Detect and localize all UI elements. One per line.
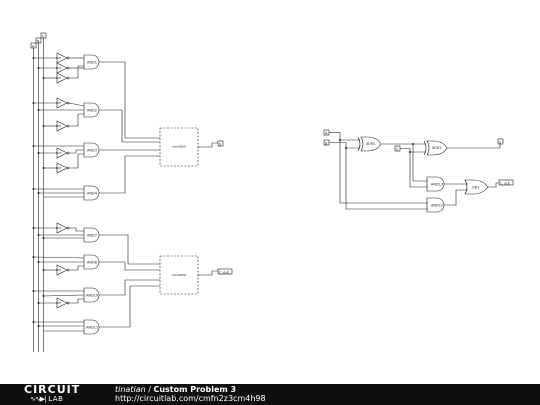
- output-s-terminal-1[interactable]: S: [217, 140, 224, 146]
- and11-gate[interactable]: AND11: [83, 319, 100, 335]
- and12-label: AND12: [431, 204, 443, 208]
- input-bus-lines: [33, 38, 44, 352]
- right-junction-dots: [339, 139, 414, 153]
- and12-gate[interactable]: AND12: [426, 197, 445, 213]
- not-label: NOT: [56, 124, 62, 128]
- input-a-label: A: [32, 45, 35, 49]
- circuit-info: tinatian / Custom Problem 3 http://circu…: [115, 385, 266, 403]
- xor2-gate[interactable]: XOR2: [423, 140, 448, 156]
- and8-gate[interactable]: AND8: [83, 254, 100, 270]
- and8-label: AND8: [87, 261, 97, 265]
- right-circuit-wires: [329, 132, 501, 210]
- logo-top-text: CIRCUIT: [24, 383, 81, 396]
- wires-upper-to-box: [99, 61, 218, 194]
- and13-label: AND13: [431, 183, 443, 187]
- circuit-title[interactable]: Custom Problem 3: [153, 385, 237, 394]
- not-label: NOT: [56, 226, 62, 230]
- not-gate[interactable]: NOT: [56, 62, 70, 74]
- not-label: NOT: [56, 56, 62, 60]
- right-input-c-label: C: [396, 147, 399, 151]
- and2-gate[interactable]: AND2: [83, 102, 100, 118]
- and2-label: AND2: [87, 109, 97, 113]
- not-gate[interactable]: NOT: [56, 162, 70, 174]
- and7-label: AND7: [87, 234, 97, 238]
- footer-bar: CIRCUIT ∿∿▶| LAB tinatian / Custom Probl…: [0, 384, 540, 405]
- wires-lower-to-box: [99, 234, 218, 328]
- logo-bottom-row: ∿∿▶| LAB: [30, 395, 63, 403]
- output-s-label-2: S: [499, 140, 502, 144]
- input-c-label: C: [42, 35, 45, 39]
- input-a-terminal[interactable]: A: [30, 42, 37, 49]
- not-label: NOT: [56, 66, 62, 70]
- schematic-canvas: A B C AND1 NOT NOT NOT: [30, 32, 514, 352]
- right-input-c-terminal[interactable]: C: [394, 145, 401, 151]
- wires-and11: [33, 321, 84, 332]
- output-cout-terminal-2[interactable]: C_out: [498, 179, 514, 185]
- wires-and8: [33, 256, 85, 271]
- not-gate[interactable]: NOT: [56, 120, 70, 132]
- and1-label: AND1: [87, 61, 97, 65]
- wires-and3: [33, 145, 84, 169]
- circuitlab-logo[interactable]: CIRCUIT ∿∿▶| LAB: [24, 383, 96, 404]
- cout-blackbox[interactable]: blackBOX: [159, 255, 199, 295]
- not-gate[interactable]: NOT: [56, 52, 70, 64]
- wires-and7: [33, 227, 84, 239]
- not-label: NOT: [56, 301, 62, 305]
- output-cout-terminal-1[interactable]: C_out: [217, 268, 233, 275]
- input-b-label: B: [37, 40, 40, 44]
- xor1-gate[interactable]: XOR1: [357, 136, 382, 152]
- not-gate[interactable]: NOT: [56, 297, 70, 309]
- cout-blackbox-label: blackBOX: [172, 273, 186, 277]
- right-input-b-label: B: [325, 141, 328, 145]
- wires-and1: [33, 57, 84, 79]
- logo-wave-icon: ∿∿▶|: [30, 395, 47, 403]
- input-c-terminal[interactable]: C: [40, 32, 47, 39]
- logo-bottom-text: LAB: [48, 395, 64, 403]
- not-label: NOT: [56, 166, 62, 170]
- not-label: NOT: [56, 151, 62, 155]
- and13-gate[interactable]: AND13: [426, 176, 445, 192]
- xor2-label: XOR2: [432, 146, 442, 150]
- and4-label: AND4: [87, 192, 98, 196]
- not-label: NOT: [56, 268, 62, 272]
- wires-and10: [33, 290, 85, 304]
- not-gate[interactable]: NOT: [56, 97, 70, 109]
- not-gate[interactable]: NOT: [56, 147, 70, 159]
- output-s-label-1: S: [219, 142, 222, 146]
- and3-gate[interactable]: AND3: [83, 142, 100, 158]
- and7-gate[interactable]: AND7: [83, 227, 100, 243]
- or1-gate[interactable]: OR1: [464, 179, 489, 195]
- not-gate[interactable]: NOT: [56, 222, 70, 234]
- and4-gate[interactable]: AND4: [83, 185, 100, 201]
- and10-gate[interactable]: AND10: [83, 287, 100, 303]
- right-input-b-terminal[interactable]: B: [323, 139, 330, 145]
- not-gate[interactable]: NOT: [56, 264, 70, 276]
- wires-and2: [33, 102, 85, 127]
- output-s-terminal-2[interactable]: S: [497, 138, 504, 144]
- right-input-a-terminal[interactable]: A: [323, 129, 330, 135]
- and1-gate[interactable]: AND1: [83, 54, 100, 70]
- right-input-a-label: A: [325, 131, 328, 135]
- output-cout-label-2: C_out: [500, 181, 511, 185]
- output-cout-label-1: C_out: [219, 270, 230, 274]
- not-label: NOT: [56, 101, 62, 105]
- and11-label: AND11: [86, 326, 98, 330]
- not-label: NOT: [56, 76, 62, 80]
- author-name[interactable]: tinatian: [115, 385, 146, 394]
- and3-label: AND3: [87, 149, 97, 153]
- circuit-url[interactable]: http://circuitlab.com/cmfn2z3cm4h98: [115, 394, 266, 403]
- sum-blackbox[interactable]: blackBOX: [159, 127, 199, 167]
- or1-label: OR1: [472, 186, 479, 190]
- input-b-terminal[interactable]: B: [35, 37, 42, 44]
- sum-blackbox-label: blackBOX: [172, 145, 186, 149]
- and10-label: AND10: [86, 294, 98, 298]
- title-separator: /: [145, 385, 154, 394]
- xor1-label: XOR1: [366, 142, 376, 146]
- not-gate[interactable]: NOT: [56, 72, 70, 84]
- wires-and4: [33, 188, 84, 198]
